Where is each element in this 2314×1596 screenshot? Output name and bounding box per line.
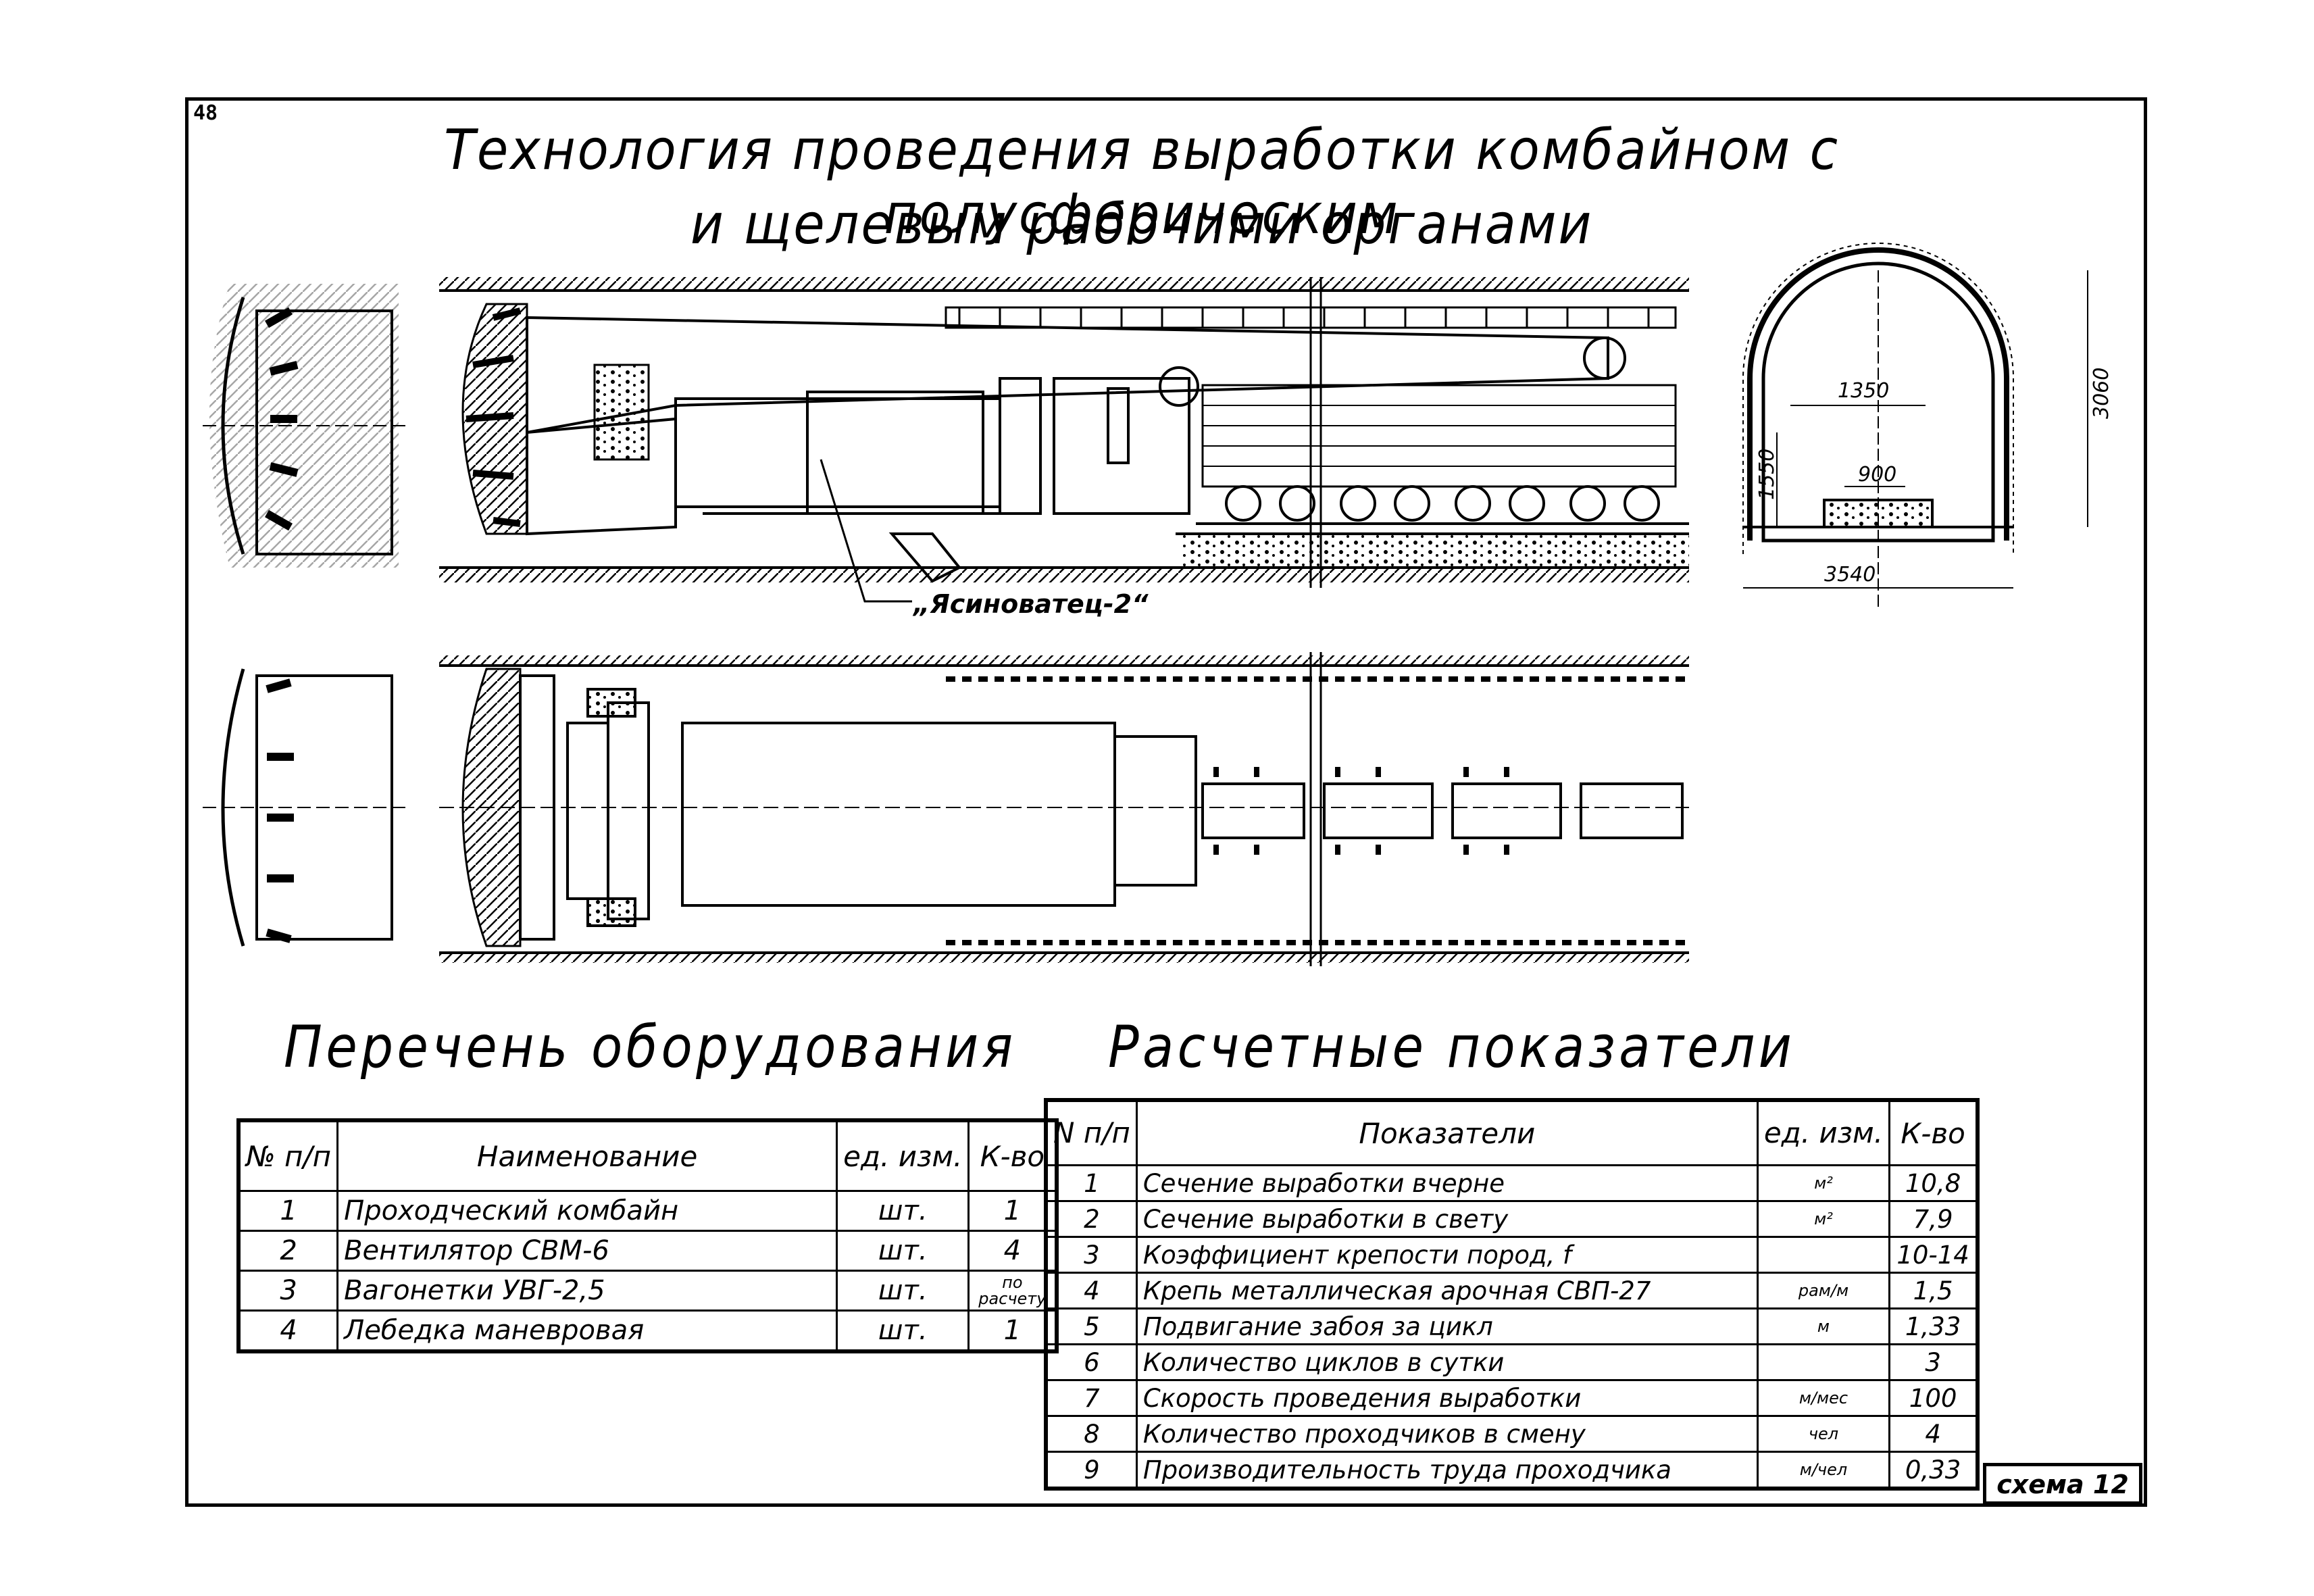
row-num: 7 [1045,1379,1138,1417]
row-unit: шт. [836,1190,970,1232]
row-qty: 1,5 [1888,1272,1979,1310]
row-name: Скорость проведения выработки [1135,1379,1759,1417]
scheme-label: схема 12 [1983,1463,2142,1505]
row-qty: по расчету [967,1270,1058,1312]
indicators-title: Расчетные показатели [1108,1014,1796,1081]
dim-track: 900 [1858,463,1896,487]
row-unit [1756,1343,1891,1381]
row-qty: 4 [1888,1415,1979,1453]
row-unit: м/чел [1756,1451,1891,1490]
indicators-table: N п/п Показатели ед. изм. К-во 1 Сечение… [1044,1098,1980,1491]
row-qty: 1,33 [1888,1307,1979,1345]
row-name: Коэффициент крепости пород, f [1135,1236,1759,1274]
header-qty: К-во [1888,1099,1979,1166]
row-unit: м² [1756,1200,1891,1238]
dim-height: 3060 [2090,368,2113,419]
row-name: Крепь металлическая арочная СВП-27 [1135,1272,1759,1310]
dim-span: 1350 [1838,379,1889,403]
row-num: 1 [237,1190,339,1232]
table-row: 2 Сечение выработки в свету м² 7,9 [1045,1200,1979,1238]
row-unit: чел [1756,1415,1891,1453]
row-num: 1 [1045,1164,1138,1202]
row-name: Вагонетки УВГ-2,5 [336,1270,838,1312]
row-num: 5 [1045,1307,1138,1345]
header-num: N п/п [1045,1099,1138,1166]
side-view [439,277,1689,603]
table-row: 6 Количество циклов в сутки 3 [1045,1343,1979,1381]
header-name: Наименование [336,1119,838,1192]
row-name: Подвигание забоя за цикл [1135,1307,1759,1345]
row-qty: 0,33 [1888,1451,1979,1490]
table-row: 4 Лебедка маневровая шт. 1 [237,1310,1058,1353]
row-qty: 10-14 [1888,1236,1979,1274]
row-name: Количество проходчиков в смену [1135,1415,1759,1453]
table-header-row: N п/п Показатели ед. изм. К-во [1045,1099,1979,1166]
row-unit: рам/м [1756,1272,1891,1310]
table-row: 5 Подвигание забоя за цикл м 1,33 [1045,1307,1979,1345]
header-num: № п/п [237,1119,339,1192]
page-number: 48 [193,101,218,125]
row-unit: м/мес [1756,1379,1891,1417]
row-name: Сечение выработки в свету [1135,1200,1759,1238]
row-num: 8 [1045,1415,1138,1453]
row-unit: м² [1756,1164,1891,1202]
face-view-top [203,284,405,568]
row-num: 4 [237,1310,339,1353]
row-name: Вентилятор СВМ-6 [336,1230,838,1272]
equipment-table: № п/п Наименование ед. изм. К-во 1 Прохо… [236,1118,1059,1353]
row-qty: 3 [1888,1343,1979,1381]
row-qty: 1 [967,1310,1058,1353]
row-unit: шт. [836,1230,970,1272]
row-num: 9 [1045,1451,1138,1490]
row-qty: 7,9 [1888,1200,1979,1238]
face-view-bottom [203,668,405,947]
table-row: 1 Проходческий комбайн шт. 1 [237,1190,1058,1232]
drawing-frame [185,97,2147,1507]
dim-side: 1550 [1755,449,1779,500]
row-name: Лебедка маневровая [336,1310,838,1353]
table-row: 1 Сечение выработки вчерне м² 10,8 [1045,1164,1979,1202]
table-row: 3 Коэффициент крепости пород, f 10-14 [1045,1236,1979,1274]
header-unit: ед. изм. [1756,1099,1891,1166]
row-name: Сечение выработки вчерне [1135,1164,1759,1202]
row-num: 2 [1045,1200,1138,1238]
table-row: 7 Скорость проведения выработки м/мес 10… [1045,1379,1979,1417]
table-row: 9 Производительность труда проходчика м/… [1045,1451,1979,1490]
row-qty: 1 [967,1190,1058,1232]
row-num: 3 [237,1270,339,1312]
row-qty: 4 [967,1230,1058,1272]
header-unit: ед. изм. [836,1119,970,1192]
row-name: Проходческий комбайн [336,1190,838,1232]
row-unit: м [1756,1307,1891,1345]
row-unit: шт. [836,1270,970,1312]
table-row: 3 Вагонетки УВГ-2,5 шт. по расчету [237,1270,1058,1312]
row-unit [1756,1236,1891,1274]
title-line-1: Технология проведения выработки комбайно… [444,118,1840,247]
row-num: 4 [1045,1272,1138,1310]
table-header-row: № п/п Наименование ед. изм. К-во [237,1119,1058,1192]
row-qty: 100 [1888,1379,1979,1417]
tunnel-cross-section [1742,243,2088,608]
row-num: 2 [237,1230,339,1272]
header-name: Показатели [1135,1099,1759,1166]
row-name: Количество циклов в сутки [1135,1343,1759,1381]
row-name: Производительность труда проходчика [1135,1451,1759,1490]
table-row: 4 Крепь металлическая арочная СВП-27 рам… [1045,1272,1979,1310]
row-unit: шт. [836,1310,970,1353]
row-qty: 10,8 [1888,1164,1979,1202]
row-num: 3 [1045,1236,1138,1274]
title-line-2: и щелевым рабочими органами [690,193,1594,257]
table-row: 8 Количество проходчиков в смену чел 4 [1045,1415,1979,1453]
dim-width: 3540 [1824,563,1876,587]
equipment-title: Перечень оборудования [284,1014,1017,1081]
row-num: 6 [1045,1343,1138,1381]
machine-label: „Ясиноватец-2“ [913,589,1149,619]
table-row: 2 Вентилятор СВМ-6 шт. 4 [237,1230,1058,1272]
plan-view [439,652,1689,966]
